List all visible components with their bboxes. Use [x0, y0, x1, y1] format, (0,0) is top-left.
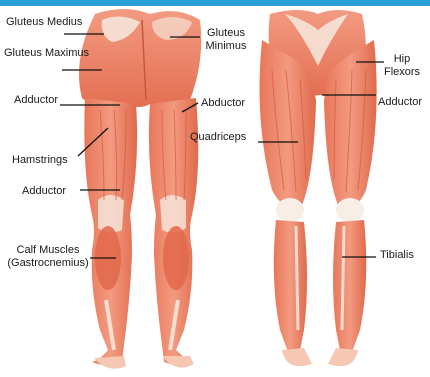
label-hamstrings: Hamstrings [12, 154, 68, 167]
label-adductor-back-upper: Adductor [14, 94, 58, 107]
label-hip-flexors: Hip Flexors [376, 53, 428, 79]
label-hip-flexors-line2: Flexors [376, 66, 428, 79]
label-gluteus-medius: Gluteus Medius [6, 16, 82, 29]
label-abductor: Abductor [201, 97, 245, 110]
label-gluteus-minimus: Gluteus Minimus [198, 27, 254, 53]
label-adductor-front: Adductor [378, 96, 422, 109]
label-tibialis: Tibialis [380, 249, 414, 262]
label-quadriceps: Quadriceps [190, 131, 246, 144]
label-calf-line1: Calf Muscles [2, 244, 94, 257]
label-hip-flexors-line1: Hip [376, 53, 428, 66]
back-view-legs [79, 9, 201, 369]
front-view-legs [260, 10, 377, 366]
label-adductor-back-lower: Adductor [22, 185, 66, 198]
label-gluteus-minimus-line1: Gluteus [198, 27, 254, 40]
label-gluteus-minimus-line2: Minimus [198, 40, 254, 53]
label-calf-line2: (Gastrocnemius) [2, 257, 94, 270]
label-calf-muscles: Calf Muscles (Gastrocnemius) [2, 244, 94, 270]
label-gluteus-maximus: Gluteus Maximus [4, 47, 89, 60]
